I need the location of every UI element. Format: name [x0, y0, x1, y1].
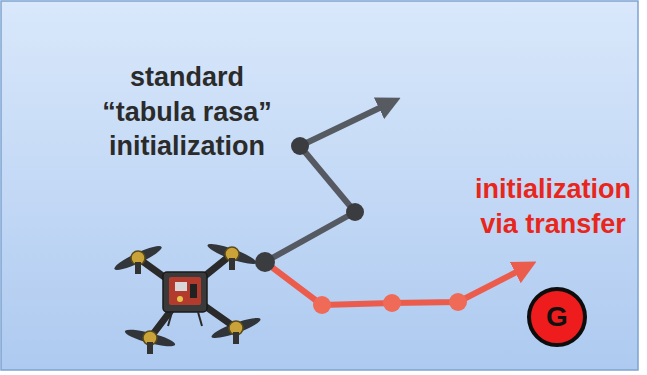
- tabula-rasa-label: standard “tabula rasa” initialization: [92, 60, 282, 164]
- quadcopter: [112, 240, 262, 354]
- tabula-rasa-trajectory: [265, 102, 392, 262]
- goal-letter: G: [546, 303, 568, 331]
- goal-circle: G: [527, 287, 587, 347]
- transfer-label: initialization via transfer: [461, 172, 646, 241]
- transfer-trajectory: [265, 262, 528, 314]
- start-point: [255, 252, 275, 272]
